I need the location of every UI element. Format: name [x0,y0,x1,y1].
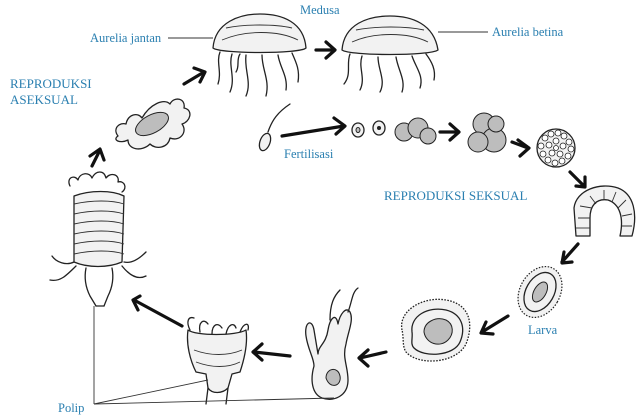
four-cell-stage [394,117,437,145]
label-aurelia-betina: Aurelia betina [492,25,564,39]
ephyra [115,98,191,150]
label-fertilisasi: Fertilisasi [284,147,334,161]
arrow-larva-to-scyphistoma [357,348,388,368]
medusa-female [341,15,439,93]
planula-segmented [573,185,636,237]
sperm [258,103,291,152]
label-aurelia-jantan: Aurelia jantan [90,31,162,45]
young-polyp [305,287,359,400]
label-reproduksi-aseksual-2: ASEKSUAL [10,92,78,107]
label-reproduksi-seksual: REPRODUKSI SEKSUAL [384,188,527,203]
label-medusa: Medusa [300,3,340,17]
label-reproduksi-aseksual-1: REPRODUKSI [10,76,92,91]
medusa-male [212,13,307,97]
arrow-planula-to-larva [560,242,580,265]
label-larva: Larva [528,323,558,337]
arrow-blastula-to-planula [568,170,587,189]
polyp-middle [186,316,250,405]
label-polip: Polip [58,401,84,415]
arrow-larva-to-settling [479,314,510,336]
arrow-morula-to-blastula [510,138,531,158]
arrow-strobila-to-ephyra [88,147,106,168]
zygote [351,122,365,138]
leader-polip-young [93,397,335,405]
arrow-ephyra-to-medusa [182,66,207,86]
leader-polip-polyp [93,379,209,405]
arrow-cleavage [438,122,461,142]
arrow-polyp-to-strobila [131,294,184,328]
blastula [536,128,576,168]
strobila [49,171,147,307]
larva-small [517,265,563,319]
morula [467,112,507,153]
arrow-fertilization [280,116,347,138]
arrow-medusa [314,40,337,60]
arrow-young-to-polyp [251,342,292,362]
two-cell-stage [372,120,386,136]
larva-large [401,298,471,362]
